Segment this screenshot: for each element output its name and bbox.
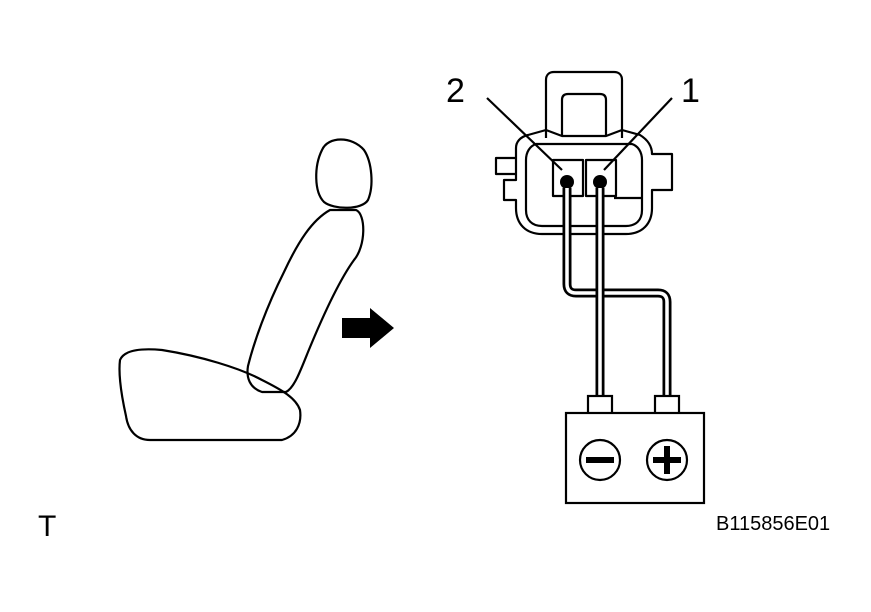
arrow-right-icon — [342, 308, 394, 348]
plus-terminal-icon — [645, 438, 689, 482]
pin-1-leader — [603, 97, 673, 171]
terminal-1-dot — [593, 175, 607, 189]
seat-headrest — [315, 138, 373, 209]
minus-terminal-icon — [578, 438, 622, 482]
pin-2-leader — [486, 97, 563, 171]
seat-backrest — [246, 208, 365, 394]
seat-icon — [118, 138, 373, 442]
pin-2-label: 2 — [446, 72, 465, 110]
connector-inner-face — [524, 142, 644, 228]
battery-post-positive — [653, 394, 681, 416]
connector-left-ear — [494, 156, 516, 176]
wire-terminal-2 — [562, 188, 672, 396]
connector-icon — [494, 70, 674, 236]
connector-lock-window — [560, 92, 608, 136]
figure-code: B115856E01 — [716, 513, 831, 535]
pin-1-label: 1 — [681, 72, 700, 110]
seat-cushion — [118, 348, 302, 442]
connector-lock-tab — [544, 70, 624, 138]
corner-label: T — [38, 510, 57, 543]
connector-outer-body — [502, 128, 674, 236]
battery-post-negative — [586, 394, 614, 416]
terminal-2-dot — [560, 175, 574, 189]
